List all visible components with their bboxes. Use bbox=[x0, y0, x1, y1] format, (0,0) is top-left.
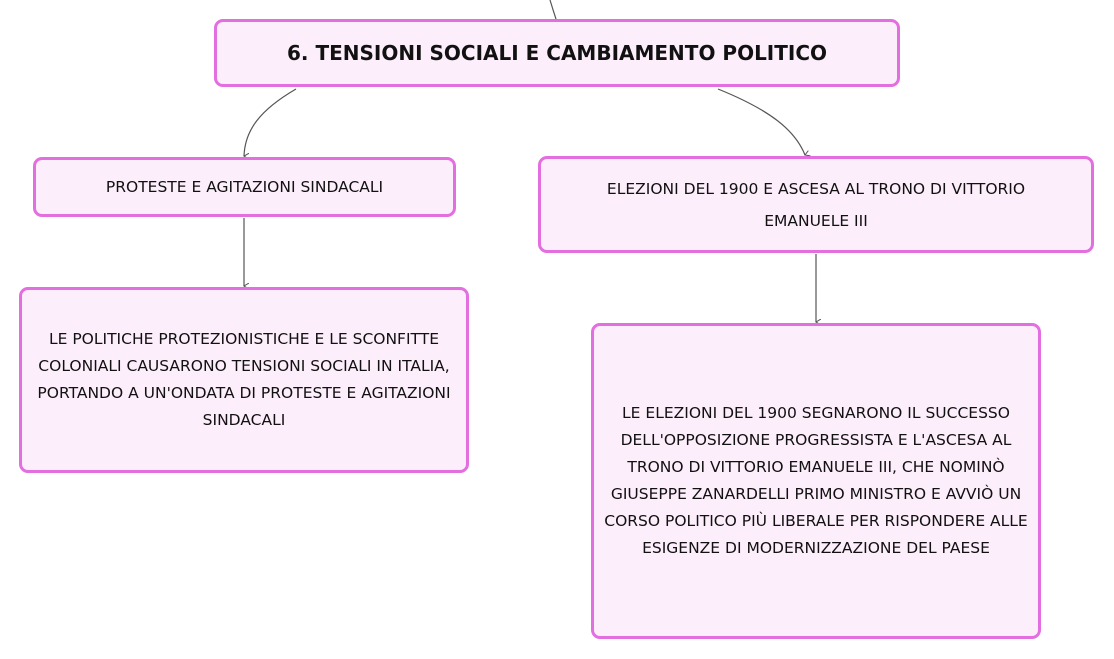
branch-node-proteste[interactable]: PROTESTE E AGITAZIONI SINDACALI bbox=[33, 157, 456, 217]
branch-node-proteste-label: PROTESTE E AGITAZIONI SINDACALI bbox=[105, 178, 384, 196]
detail-node-elezioni-text: LE ELEZIONI DEL 1900 SEGNARONO IL SUCCES… bbox=[604, 404, 1028, 557]
connector-root-to-branch-b bbox=[717, 88, 805, 155]
branch-node-elezioni[interactable]: ELEZIONI DEL 1900 E ASCESA AL TRONO DI V… bbox=[538, 156, 1094, 253]
root-node[interactable]: 6. TENSIONI SOCIALI E CAMBIAMENTO POLITI… bbox=[214, 19, 900, 87]
detail-node-proteste-text: LE POLITICHE PROTEZIONISTICHE E LE SCONF… bbox=[37, 330, 451, 429]
branch-node-elezioni-label: ELEZIONI DEL 1900 E ASCESA AL TRONO DI V… bbox=[606, 179, 1026, 230]
connector-root-to-branch-a bbox=[244, 88, 297, 156]
detail-node-elezioni[interactable]: LE ELEZIONI DEL 1900 SEGNARONO IL SUCCES… bbox=[591, 323, 1041, 639]
detail-node-proteste[interactable]: LE POLITICHE PROTEZIONISTICHE E LE SCONF… bbox=[19, 287, 469, 473]
root-node-label: 6. TENSIONI SOCIALI E CAMBIAMENTO POLITI… bbox=[286, 41, 828, 65]
incoming-connector bbox=[549, 0, 557, 20]
